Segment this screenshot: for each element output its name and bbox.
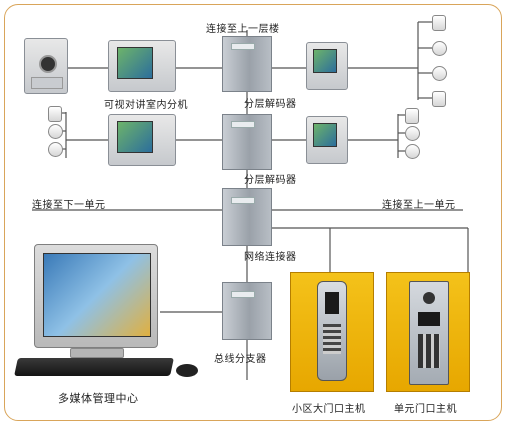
sensor-icon <box>405 144 420 159</box>
label-management-center: 多媒体管理中心 <box>58 392 139 405</box>
indoor-monitor-icon <box>108 40 176 92</box>
keyboard-icon <box>14 358 174 376</box>
label-community-gate: 小区大门口主机 <box>292 404 366 415</box>
label-bus-splitter: 总线分支器 <box>214 354 267 365</box>
indoor-monitor-icon <box>306 116 348 164</box>
door-station-icon <box>317 281 347 381</box>
mouse-icon <box>176 364 198 377</box>
sensor-icon <box>432 41 447 56</box>
sensor-icon <box>48 106 62 122</box>
decoder-icon <box>222 282 272 340</box>
unit-gate-panel <box>386 272 470 392</box>
sensor-icon <box>48 124 63 139</box>
sensor-icon <box>405 108 419 124</box>
decoder-icon <box>222 36 272 92</box>
label-to-upper-unit: 连接至上一单元 <box>382 200 456 211</box>
monitor-stand <box>70 348 124 358</box>
label-to-lower-unit: 连接至下一单元 <box>32 200 106 211</box>
community-gate-panel <box>290 272 374 392</box>
indoor-monitor-icon <box>306 42 348 90</box>
label-network-connector: 网络连接器 <box>244 252 297 263</box>
indoor-monitor-icon <box>108 114 176 166</box>
diagram-frame <box>4 4 502 421</box>
computer-icon <box>34 244 158 348</box>
sensor-icon <box>432 15 446 31</box>
sensor-icon <box>432 66 447 81</box>
label-decoder-2: 分层解码器 <box>244 175 297 186</box>
label-decoder-1: 分层解码器 <box>244 99 297 110</box>
door-station-icon <box>409 281 449 385</box>
label-upper-floor: 连接至上一层楼 <box>206 24 280 35</box>
decoder-icon <box>222 114 272 170</box>
door-camera-icon <box>24 38 68 94</box>
label-unit-gate: 单元门口主机 <box>394 404 457 415</box>
sensor-icon <box>405 126 420 141</box>
sensor-icon <box>432 91 446 107</box>
label-indoor-unit: 可视对讲室内分机 <box>104 100 188 111</box>
sensor-icon <box>48 142 63 157</box>
decoder-icon <box>222 188 272 246</box>
